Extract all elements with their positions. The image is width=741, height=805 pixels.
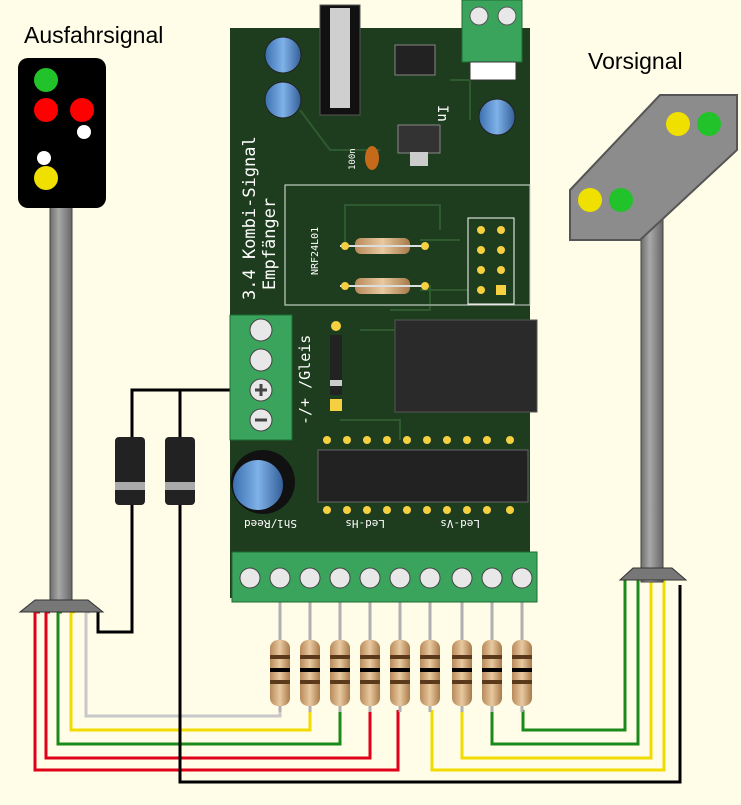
radio-header [467,217,515,305]
cap-top-1 [264,36,302,74]
wire-white-left [84,610,282,718]
power-screw-2 [497,6,517,26]
lamp-white-left [37,151,51,165]
lamp-yellow-top [666,112,690,136]
relay-block [394,319,538,413]
cap-right-top [478,98,516,136]
right-signal-base [618,567,688,581]
diode-1 [115,437,145,505]
lamp-yellow-bottom [578,188,602,212]
wire-black-main [178,390,682,784]
resistor [420,640,440,706]
bridge-ic [394,44,436,76]
ausfahrsignal [18,58,106,613]
label-sh1-reed: Sh1/Reed [244,517,297,530]
left-signal-base [18,599,105,613]
lamp-white-right [77,125,91,139]
ceramic-cap-label: 100n [348,148,358,170]
resistor [390,640,410,706]
main-ic [317,449,529,503]
lamp-red-left [34,98,58,122]
label-led-hs: Led-Hs [345,517,385,530]
pcb-board: In 100n 3.4 Kombi-Signal Empfänger NRF24… [229,0,538,603]
power-in-label: In [434,105,450,122]
power-screw-1 [469,6,489,26]
lamp-green-bottom [609,188,633,212]
external-diodes [115,437,195,505]
cap-top-2 [264,81,302,119]
resistor [452,640,472,706]
diode-2 [165,437,195,505]
wire-green-right-a [521,578,627,732]
output-terminal-screws [239,567,533,589]
wire-green-right-b [490,578,640,746]
ldo-regulator [397,124,441,154]
wire-black-gnd [96,388,262,634]
wire-yellow-right-b [430,578,666,772]
vorsignal [569,94,738,583]
label-led-vs: Led-Vs [440,517,480,530]
resistor [482,640,502,706]
wire-yellow-right-a [460,578,653,760]
track-terminal-label: -/+ /Gleis [296,335,314,425]
label-ausfahrsignal: Ausfahrsignal [24,22,164,48]
wire-red-inner [44,610,372,760]
pcb-title-line1: 3.4 Kombi-Signal [240,136,260,300]
resistor [270,640,290,706]
ceramic-cap [365,146,379,170]
pcb-title-line2: Empfänger [260,198,280,290]
lamp-green-top [697,112,721,136]
lamp-red-right [70,98,94,122]
resistor [300,640,320,706]
right-signal-mast [640,209,664,583]
radio-module-label: NRF24L01 [310,227,321,275]
left-signal-mast [49,204,73,606]
resistor [360,640,380,706]
series-resistors [270,640,532,706]
lamp-yellow [34,166,58,190]
left-signal-head [18,58,106,208]
label-vorsignal: Vorsignal [588,48,683,74]
resistor [330,640,350,706]
resistor [512,640,532,706]
lamp-green [34,68,58,92]
